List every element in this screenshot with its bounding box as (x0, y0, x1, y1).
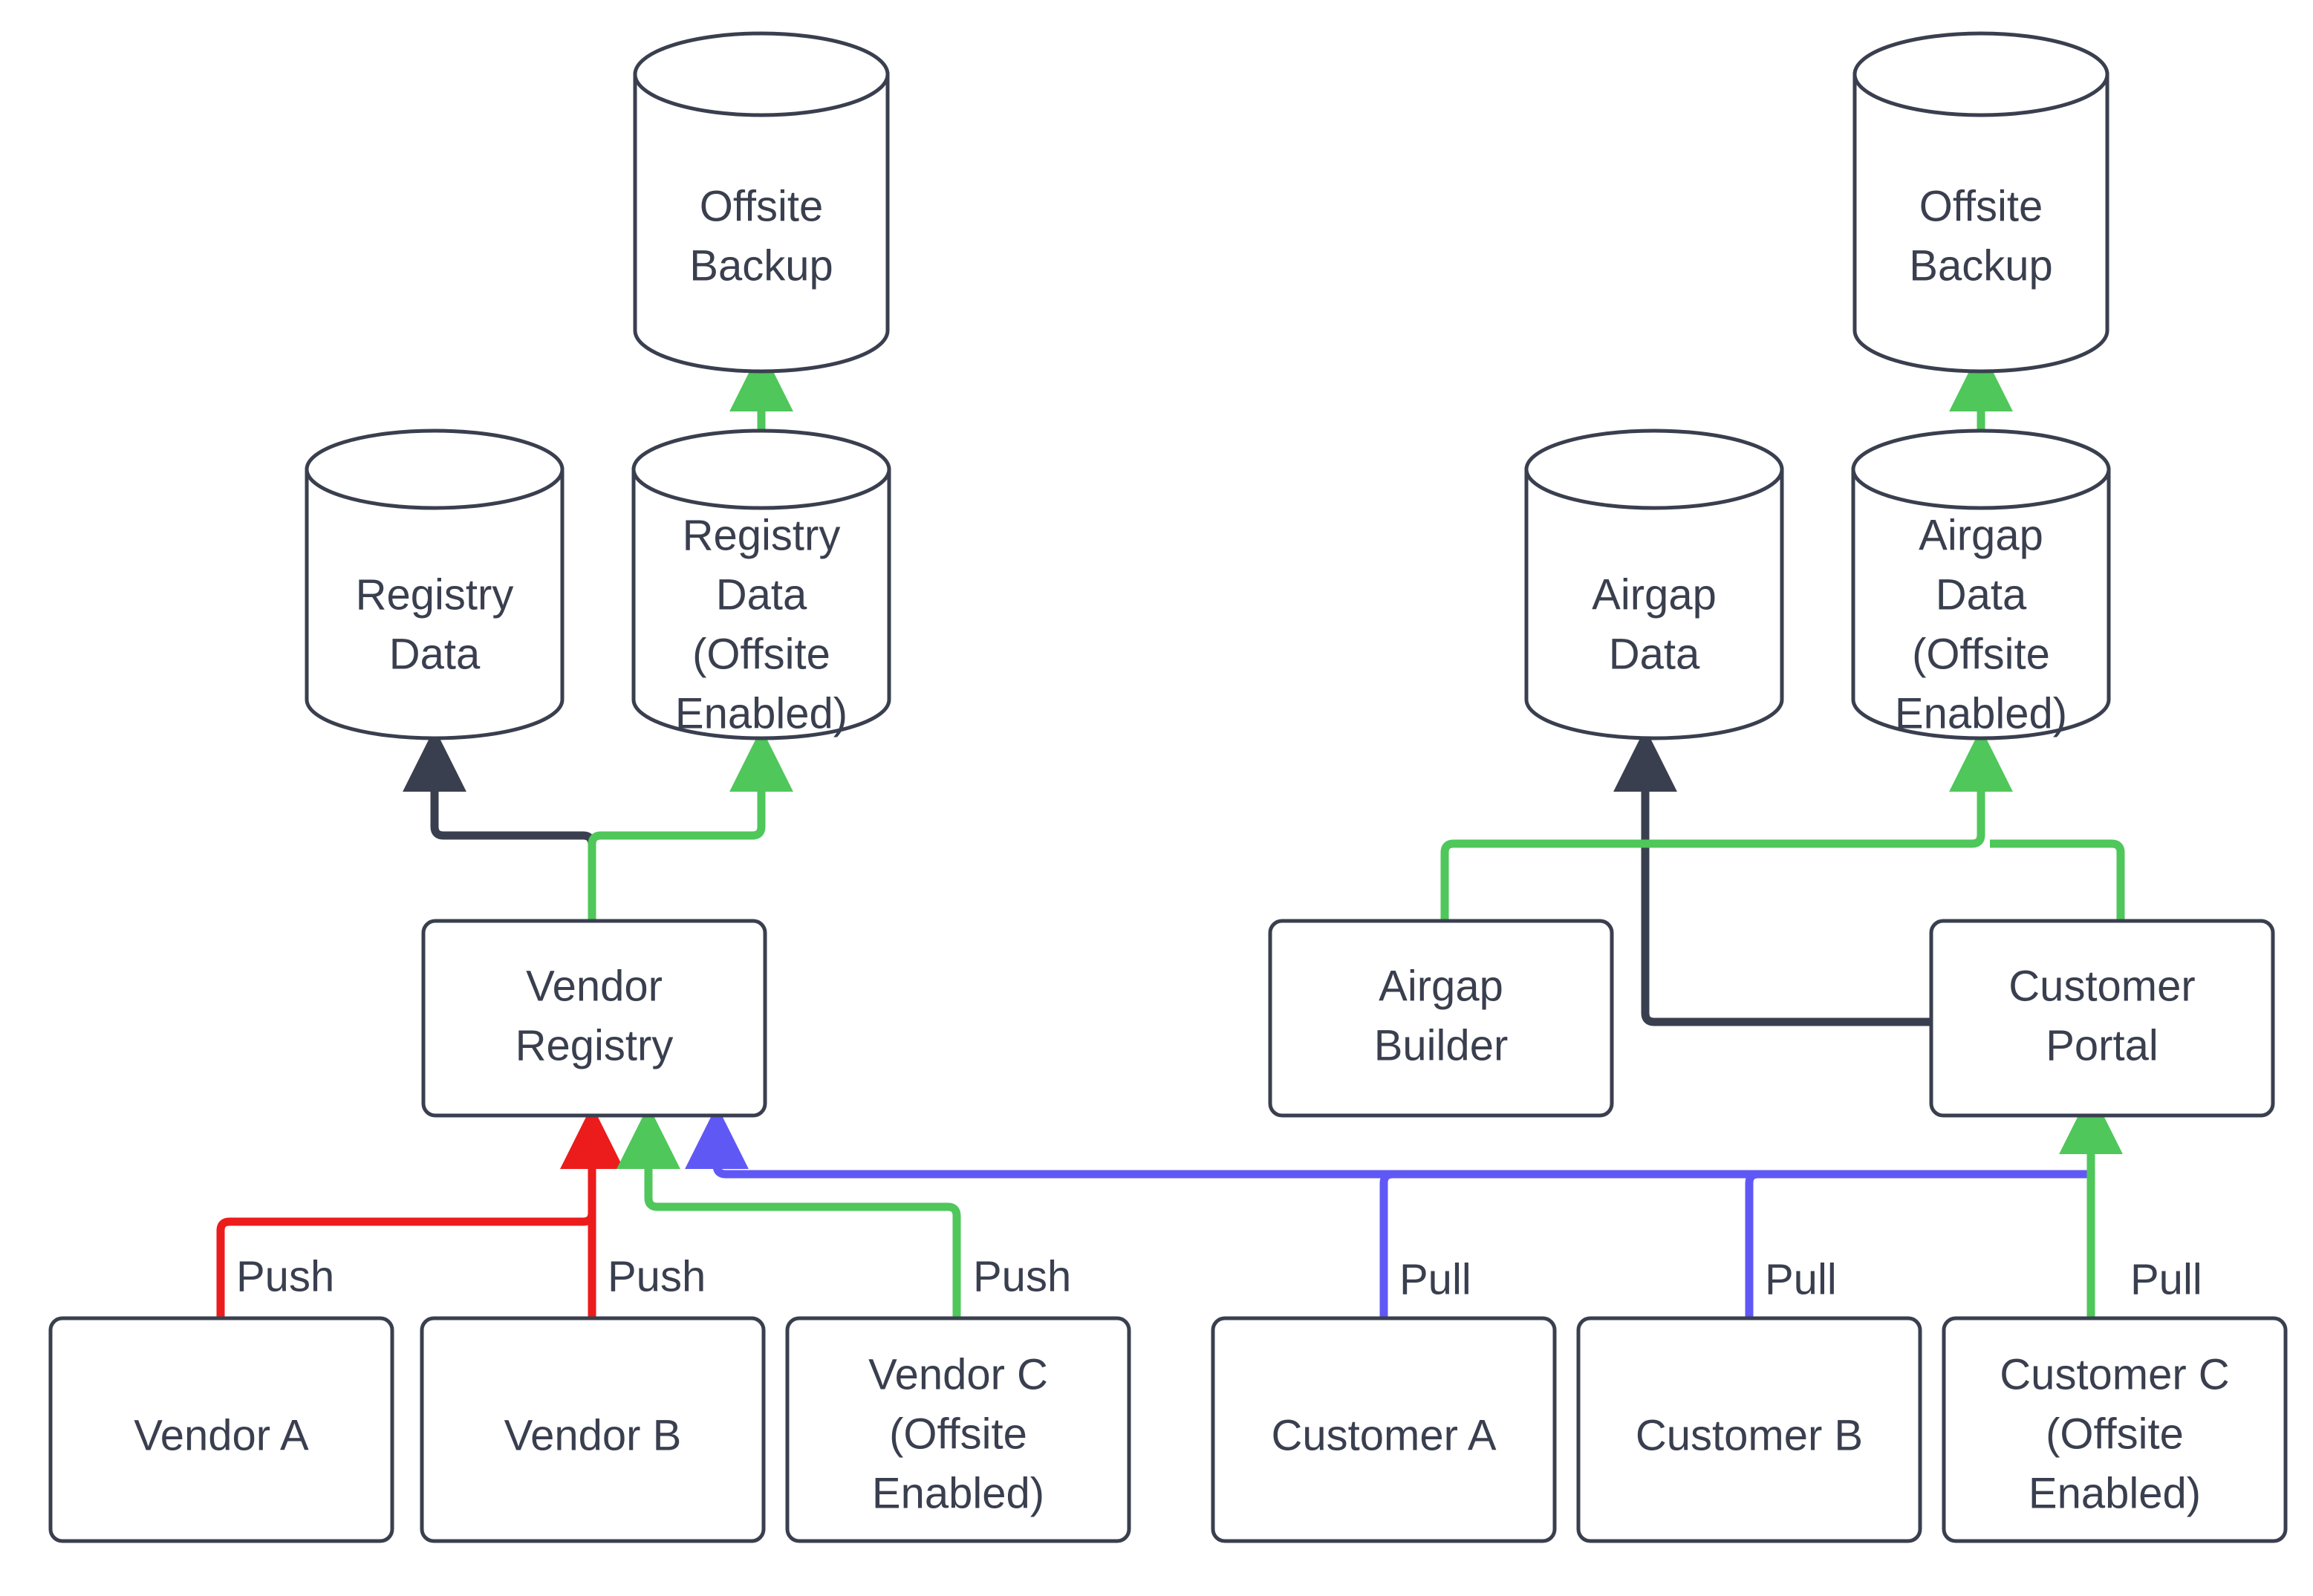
edge-customer-a-pull (1379, 1170, 2091, 1318)
node-label-line1: Airgap (1379, 962, 1503, 1010)
node-customer-c[interactable]: Customer C (Offsite Enabled) (1942, 1316, 2288, 1543)
node-airgap-builder[interactable]: Airgap Builder (1268, 919, 1614, 1118)
edge-vendor-c-push (617, 1105, 961, 1318)
node-label-line2: Backup (689, 241, 833, 290)
node-label-line1: Offsite (700, 182, 824, 230)
node-airgap-data-offsite[interactable]: Airgap Data (Offsite Enabled) (1851, 429, 2111, 740)
node-label-line2: Backup (1909, 241, 2052, 290)
node-label-line1: Customer A (1272, 1411, 1497, 1459)
edge-customer-portal-to-airgap-data-offsite (1990, 839, 2125, 921)
node-label-line2: Data (1936, 570, 2027, 619)
node-label-line1: Customer C (2000, 1350, 2229, 1398)
node-label-line1: Airgap (1919, 511, 2043, 559)
edge-layer (216, 348, 2125, 1318)
edge-label-layer: Push Push Push Pull Pull Pull (236, 1252, 2202, 1303)
node-label-line3: Enabled) (2029, 1469, 2201, 1517)
node-vendor-c[interactable]: Vendor C (Offsite Enabled) (785, 1316, 1131, 1543)
node-label-line1: Registry (683, 511, 841, 559)
node-vendor-b[interactable]: Vendor B (420, 1316, 766, 1543)
node-customer-portal[interactable]: Customer Portal (1929, 919, 2275, 1118)
node-customer-a[interactable]: Customer A (1211, 1316, 1557, 1543)
node-label-line2: (Offsite (2046, 1410, 2184, 1458)
node-offsite-backup-right[interactable]: Offsite Backup (1852, 31, 2109, 374)
node-label-line2: Portal (2046, 1021, 2159, 1069)
node-vendor-registry[interactable]: Vendor Registry (421, 919, 767, 1118)
node-offsite-backup-left[interactable]: Offsite Backup (633, 31, 890, 374)
edge-label-vendor-a-push: Push (236, 1252, 334, 1300)
node-label-line2: Builder (1374, 1021, 1509, 1069)
node-label-line1: Registry (356, 570, 514, 619)
node-label-line3: (Offsite (1912, 630, 2050, 678)
node-label-line2: Registry (515, 1021, 674, 1069)
node-registry-data[interactable]: Registry Data (305, 429, 565, 740)
node-label-line3: (Offsite (692, 630, 830, 678)
node-label-line1: Vendor A (134, 1411, 309, 1459)
node-label-line1: Offsite (1919, 182, 2043, 230)
node-label-line1: Vendor (526, 962, 663, 1010)
edge-label-vendor-b-push: Push (608, 1252, 706, 1300)
node-vendor-a[interactable]: Vendor A (48, 1316, 394, 1543)
node-label-line1: Customer B (1636, 1411, 1863, 1459)
node-label-line1: Customer (2008, 962, 2195, 1010)
node-label-line2: (Offsite (889, 1410, 1027, 1458)
edge-airgap-builder-to-airgap-data-offsite (1440, 728, 2013, 921)
node-registry-data-offsite[interactable]: Registry Data (Offsite Enabled) (631, 429, 891, 740)
node-label-line4: Enabled) (675, 689, 848, 737)
node-customer-b[interactable]: Customer B (1576, 1316, 1922, 1543)
edge-vendor-registry-to-registry-data-offsite (588, 728, 793, 921)
edge-vendor-registry-to-registry-data (403, 728, 596, 921)
node-label-line2: Data (1609, 630, 1700, 678)
node-label-line1: Airgap (1592, 570, 1717, 619)
edge-label-customer-c-pull: Pull (2130, 1255, 2202, 1303)
edge-label-customer-a-pull: Pull (1399, 1255, 1471, 1303)
node-label-line1: Vendor C (868, 1350, 1048, 1398)
edge-label-customer-b-pull: Pull (1765, 1255, 1837, 1303)
node-airgap-data[interactable]: Airgap Data (1524, 429, 1784, 740)
edge-blue-trunk-to-vendor-registry (685, 1105, 2091, 1179)
node-label-line2: Data (389, 630, 481, 678)
edge-customer-portal-to-airgap-data (1613, 728, 1931, 1026)
edge-label-vendor-c-push: Push (973, 1252, 1071, 1300)
node-label-line3: Enabled) (872, 1469, 1044, 1517)
node-label-line2: Data (716, 570, 807, 619)
node-label-line1: Vendor B (504, 1411, 682, 1459)
node-label-line4: Enabled) (1895, 689, 2067, 737)
